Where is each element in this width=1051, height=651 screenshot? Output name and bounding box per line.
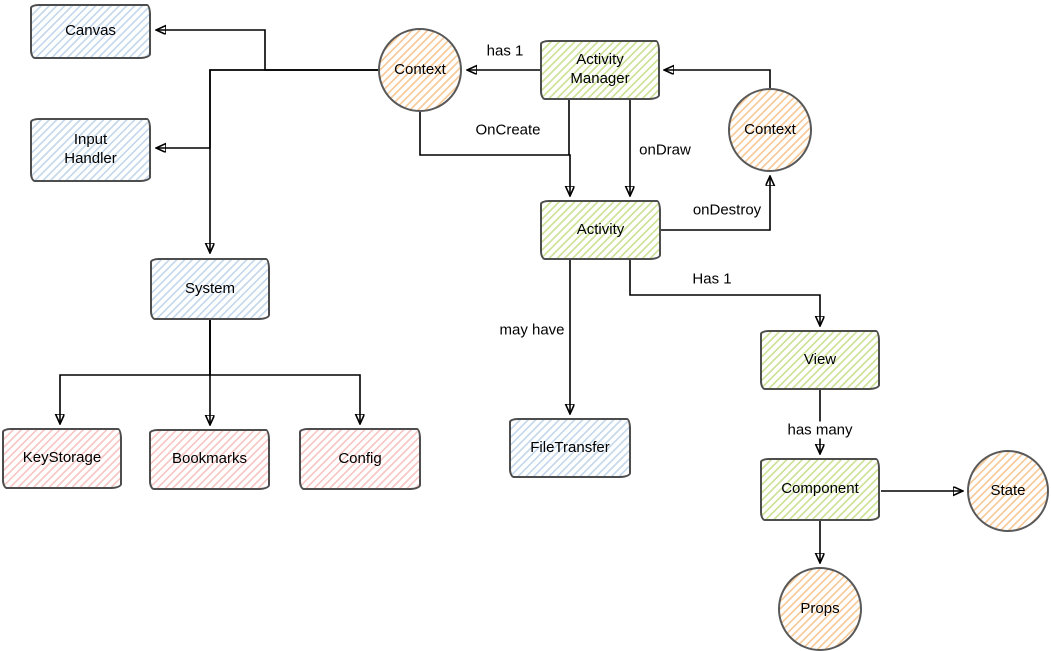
node-input-handler: Input Handler	[30, 118, 151, 182]
node-props: Props	[778, 567, 862, 651]
node-keystorage: KeyStorage	[2, 428, 122, 489]
node-filetransfer: FileTransfer	[509, 418, 631, 478]
node-config: Config	[299, 428, 421, 490]
edge-context-to-input-handler	[157, 69, 378, 148]
edge-context2-to-am	[665, 70, 771, 88]
edge-label-has-many: has many	[784, 421, 856, 439]
edge-label-oncreate: OnCreate	[472, 121, 544, 139]
edge-context-to-activity	[419, 112, 570, 195]
node-bookmarks: Bookmarks	[149, 429, 270, 490]
edge-activity-to-context2	[661, 177, 770, 231]
node-component: Component	[760, 458, 880, 521]
node-system: System	[150, 258, 270, 320]
edge-context-to-system	[210, 69, 378, 252]
node-context-left: Context	[378, 28, 462, 112]
edge-label-ondraw: onDraw	[636, 141, 694, 159]
edge-system-to-keystorage	[60, 320, 211, 423]
node-state: State	[967, 450, 1049, 532]
edge-activity-to-view	[629, 260, 820, 325]
node-view: View	[760, 330, 880, 390]
node-canvas: Canvas	[30, 4, 151, 59]
node-activity: Activity	[540, 200, 661, 260]
edge-system-to-config	[209, 320, 360, 423]
node-activity-manager: Activity Manager	[540, 40, 660, 100]
edge-label-ondestroy: onDestroy	[689, 201, 765, 219]
edge-label-may-have: may have	[496, 321, 568, 339]
edge-label-has-1-view: Has 1	[689, 270, 735, 288]
edge-label-has-1: has 1	[483, 42, 527, 60]
node-context-right: Context	[728, 88, 812, 172]
edge-context-to-canvas	[157, 30, 378, 71]
